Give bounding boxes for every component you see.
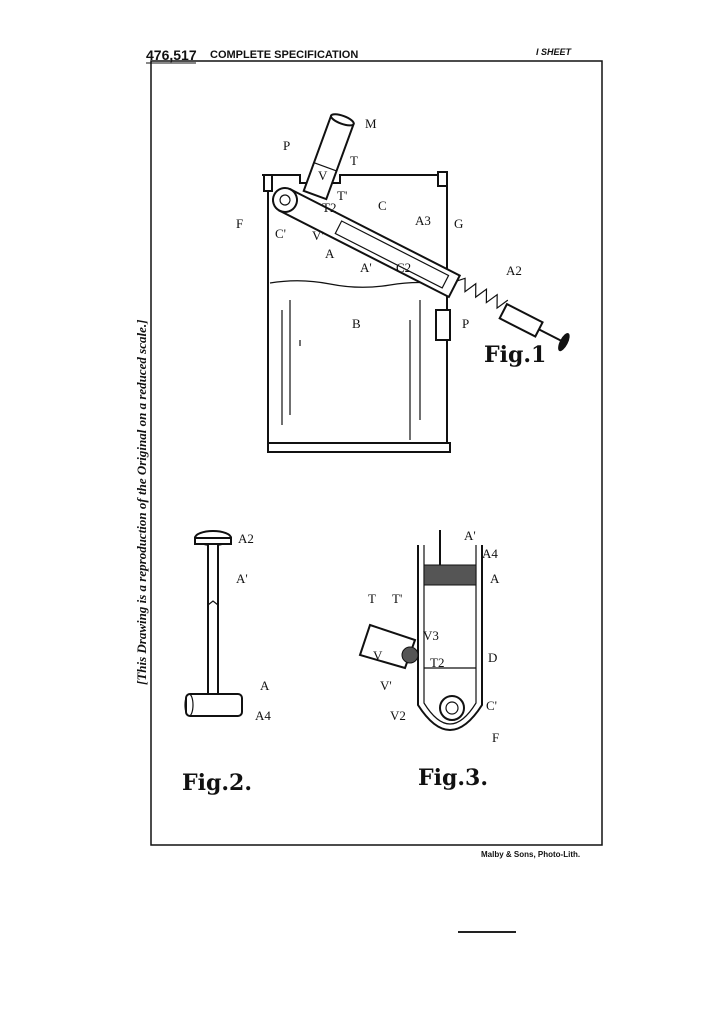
label-A: A <box>260 678 270 693</box>
label-C2: C2 <box>396 260 411 275</box>
label-T1: T' <box>392 591 402 606</box>
label-A: A <box>325 246 335 261</box>
label-M: M <box>365 116 377 131</box>
label-F: F <box>492 730 499 745</box>
label-D: D <box>488 650 497 665</box>
label-A2: A2 <box>238 531 254 546</box>
container-lid <box>262 174 447 184</box>
container-base <box>267 442 451 453</box>
label-V: V <box>318 168 328 183</box>
printer-credit: Malby & Sons, Photo-Lith. <box>481 850 580 859</box>
label-B: B <box>352 316 361 331</box>
label-A: A <box>490 571 500 586</box>
fig-2-caption: Fig.2. <box>182 770 252 796</box>
pump-tube <box>272 187 570 352</box>
fig-3-caption: Fig.3. <box>418 765 488 791</box>
label-A1: A' <box>360 260 372 275</box>
label-A1: A' <box>236 571 248 586</box>
label-C: C <box>378 198 387 213</box>
label-F: F <box>236 216 243 231</box>
reduced-scale-note: [This Drawing is a reproduction of the O… <box>134 320 149 685</box>
barrel <box>417 545 483 731</box>
label-A1: A' <box>464 528 476 543</box>
label-A4: A4 <box>482 546 498 561</box>
label-T1: T' <box>337 188 347 203</box>
rod <box>207 543 219 695</box>
label-P: P <box>283 138 290 153</box>
figure-3: A' A4 A T T' V3 V T2 D V' V2 C' F Fig.3. <box>358 528 500 791</box>
label-A2: A2 <box>506 263 522 278</box>
figure-2: A2 A' A A4 Fig.2. <box>182 530 271 796</box>
label-T2: T2 <box>322 200 336 215</box>
label-C1: C' <box>486 698 497 713</box>
patent-number: 476,517 <box>146 47 197 63</box>
label-T: T <box>368 591 376 606</box>
header-title: COMPLETE SPECIFICATION <box>210 49 358 61</box>
label-V3: V3 <box>423 628 439 643</box>
side-tube <box>358 623 417 670</box>
fig-1-caption: Fig.1 <box>484 342 546 368</box>
label-T: T <box>350 153 358 168</box>
label-V: V <box>373 648 383 663</box>
label-P-side: P <box>462 316 469 331</box>
inlet-tube <box>302 113 355 201</box>
label-V1: V' <box>380 678 392 693</box>
label-V1: V' <box>312 228 324 243</box>
figure-1: M P T V T' T2 F C' V' C A A' A3 C2 G A2 … <box>236 113 570 453</box>
drawing-border <box>150 60 603 846</box>
label-A4: A4 <box>255 708 271 723</box>
piston <box>185 693 243 717</box>
label-V2: V2 <box>390 708 406 723</box>
label-G: G <box>454 216 463 231</box>
label-T2: T2 <box>430 655 444 670</box>
handle-p <box>435 309 451 341</box>
sheet-count: I SHEET <box>536 47 573 57</box>
label-C1: C' <box>275 226 286 241</box>
label-A3: A3 <box>415 213 431 228</box>
